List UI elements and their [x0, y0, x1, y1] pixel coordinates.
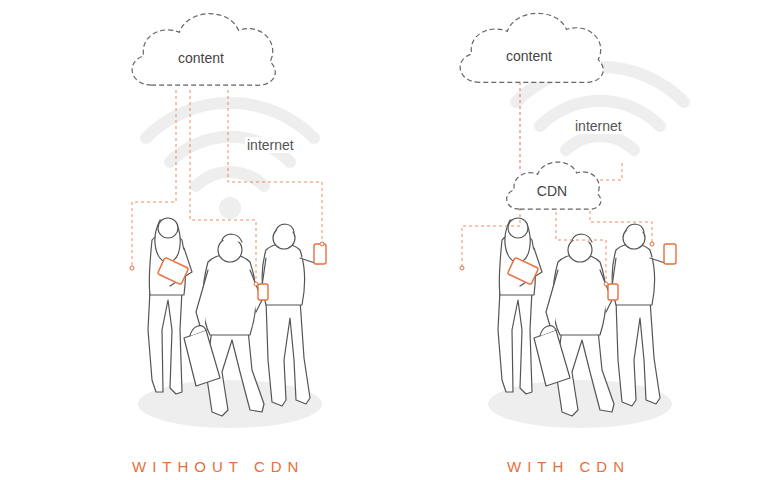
network-label-box: internet — [245, 136, 296, 154]
cloud-label: content — [506, 48, 552, 64]
dashed-connector — [520, 82, 521, 172]
cloud-label: content — [178, 50, 224, 66]
network-label-box: internet — [573, 117, 624, 135]
network-label: internet — [573, 118, 624, 134]
cloud-outline — [122, 3, 280, 91]
network-label: internet — [245, 137, 296, 153]
cloud-node: CDN — [500, 155, 604, 213]
cloud-node: content — [122, 3, 280, 91]
cloud-node: content — [450, 3, 608, 88]
cloud-label: CDN — [537, 183, 567, 199]
panel-title-box: WITH CDN — [507, 458, 630, 476]
panel-title: WITH CDN — [507, 458, 630, 475]
panel-title: WITHOUT CDN — [132, 458, 304, 475]
cloud-outline — [450, 3, 608, 88]
panel-title-box: WITHOUT CDN — [132, 458, 304, 476]
